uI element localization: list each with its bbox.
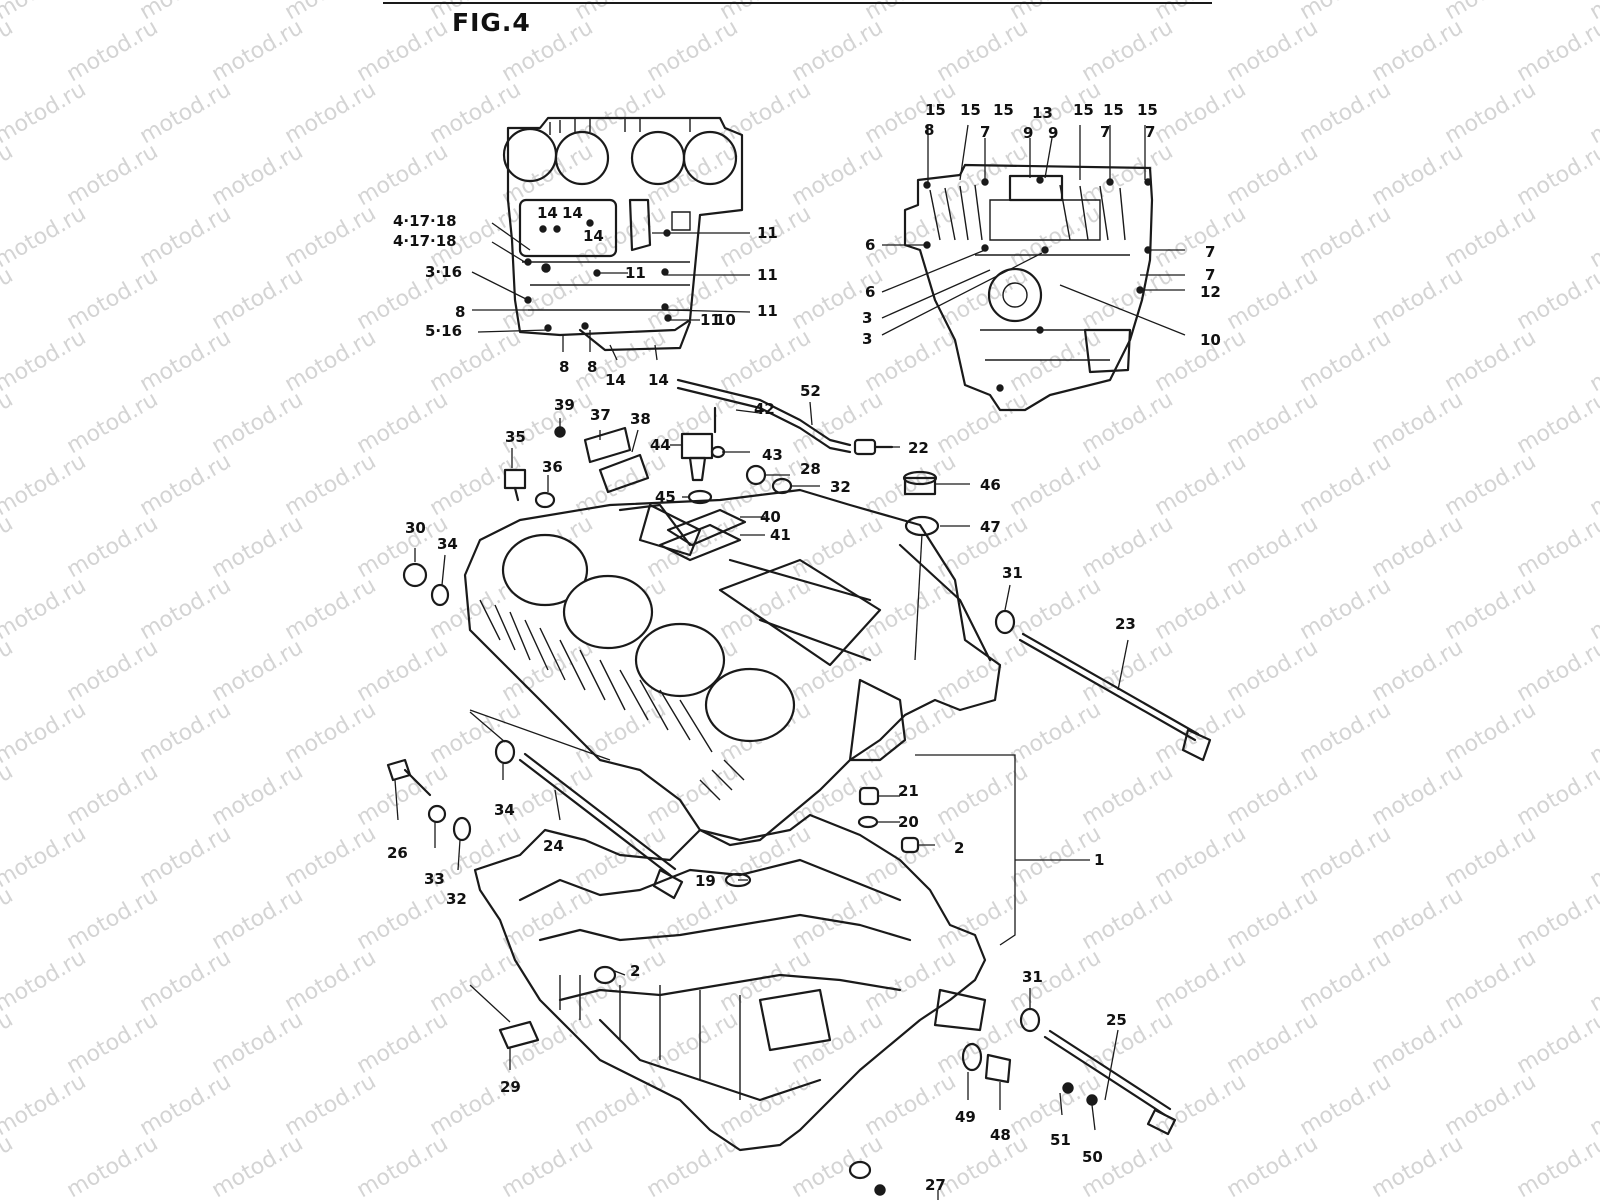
upper-crankcase-leader-lines bbox=[471, 222, 751, 361]
callout-m-33: 33 bbox=[424, 870, 445, 888]
callout-m-46: 46 bbox=[980, 476, 1001, 494]
callout-tr-3-b: 3 bbox=[862, 330, 872, 348]
callout-m-27: 27 bbox=[925, 1176, 946, 1194]
callout-m-24: 24 bbox=[543, 837, 564, 855]
lower-crankcase-bottom-view bbox=[903, 163, 1154, 412]
callout-tr-12: 12 bbox=[1200, 283, 1221, 301]
callout-tr-15-a: 15 bbox=[925, 101, 946, 119]
callout-tr-15-e: 15 bbox=[1103, 101, 1124, 119]
callout-m-45: 45 bbox=[655, 488, 676, 506]
callout-m-49: 49 bbox=[955, 1108, 976, 1126]
callout-m-2: 2 bbox=[954, 839, 964, 857]
callout-m-48: 48 bbox=[990, 1126, 1011, 1144]
callout-tl-4-17-18-a: 4·17·18 bbox=[393, 212, 457, 230]
callout-m-23: 23 bbox=[1115, 615, 1136, 633]
callout-tl-8-c: 8 bbox=[587, 358, 597, 376]
small-parts bbox=[386, 378, 1212, 1196]
callout-m-29: 29 bbox=[500, 1078, 521, 1096]
callout-tl-11-c: 11 bbox=[757, 266, 778, 284]
callout-m-21: 21 bbox=[898, 782, 919, 800]
callout-m-32: 32 bbox=[830, 478, 851, 496]
callout-tl-14-d: 14 bbox=[605, 371, 626, 389]
callout-m-51: 51 bbox=[1050, 1131, 1071, 1149]
callout-tl-10: 10 bbox=[715, 311, 736, 329]
callout-tr-7-a: 7 bbox=[980, 123, 990, 141]
callout-m-2b: 2 bbox=[630, 962, 640, 980]
lower-crankcase-assembly bbox=[473, 813, 987, 1152]
callout-m-25: 25 bbox=[1106, 1011, 1127, 1029]
main-leader-lines bbox=[394, 401, 1129, 1200]
callout-tl-11-b: 11 bbox=[625, 264, 646, 282]
callout-m-1: 1 bbox=[1094, 851, 1104, 869]
callout-tr-15-d: 15 bbox=[1073, 101, 1094, 119]
callout-tl-11-a: 11 bbox=[757, 224, 778, 242]
callout-tr-7-e: 7 bbox=[1205, 266, 1215, 284]
callout-m-20: 20 bbox=[898, 813, 919, 831]
callout-tl-11-d: 11 bbox=[757, 302, 778, 320]
callout-tr-9-a: 9 bbox=[1023, 124, 1033, 142]
callout-m-31: 31 bbox=[1002, 564, 1023, 582]
callout-m-19: 19 bbox=[695, 872, 716, 890]
callout-tr-6-b: 6 bbox=[865, 283, 875, 301]
callout-tr-15-b: 15 bbox=[960, 101, 981, 119]
callout-m-26: 26 bbox=[387, 844, 408, 862]
upper-crankcase-assembly bbox=[463, 488, 1002, 847]
callout-m-39: 39 bbox=[554, 396, 575, 414]
callout-m-41: 41 bbox=[770, 526, 791, 544]
lower-crankcase-leader-lines bbox=[881, 124, 1186, 336]
callout-tl-14-c: 14 bbox=[583, 227, 604, 245]
callout-tl-14-a: 14 bbox=[537, 204, 558, 222]
callout-tr-9-b: 9 bbox=[1048, 124, 1058, 142]
callout-m-52: 52 bbox=[800, 382, 821, 400]
callout-m-44: 44 bbox=[650, 436, 671, 454]
callout-m-28: 28 bbox=[800, 460, 821, 478]
callout-tr-13: 13 bbox=[1032, 104, 1053, 122]
callout-m-42: 42 bbox=[754, 400, 775, 418]
callout-m-38: 38 bbox=[630, 410, 651, 428]
callout-tl-8-b: 8 bbox=[559, 358, 569, 376]
callout-tr-7-c: 7 bbox=[1145, 123, 1155, 141]
callout-m-34: 34 bbox=[437, 535, 458, 553]
callout-m-43: 43 bbox=[762, 446, 783, 464]
callout-m-22: 22 bbox=[908, 439, 929, 457]
callout-tr-8: 8 bbox=[924, 121, 934, 139]
callout-tr-7-b: 7 bbox=[1100, 123, 1110, 141]
callout-m-36: 36 bbox=[542, 458, 563, 476]
callout-m-30: 30 bbox=[405, 519, 426, 537]
callout-m-50: 50 bbox=[1082, 1148, 1103, 1166]
callout-m-37: 37 bbox=[590, 406, 611, 424]
figure-title: FIG.4 bbox=[452, 8, 531, 37]
callout-tr-10: 10 bbox=[1200, 331, 1221, 349]
callout-tr-15-c: 15 bbox=[993, 101, 1014, 119]
callout-m-31b: 31 bbox=[1022, 968, 1043, 986]
callout-tl-14-e: 14 bbox=[648, 371, 669, 389]
callout-m-34b: 34 bbox=[494, 801, 515, 819]
callout-m-35: 35 bbox=[505, 428, 526, 446]
callout-m-32b: 32 bbox=[446, 890, 467, 908]
callout-tl-5-16: 5·16 bbox=[425, 322, 462, 340]
callout-tl-3-16: 3·16 bbox=[425, 263, 462, 281]
upper-crankcase-top-view bbox=[502, 116, 744, 352]
callout-m-47: 47 bbox=[980, 518, 1001, 536]
callout-tr-7-d: 7 bbox=[1205, 243, 1215, 261]
callout-tr-6-a: 6 bbox=[865, 236, 875, 254]
callout-m-40: 40 bbox=[760, 508, 781, 526]
callout-tr-3-a: 3 bbox=[862, 309, 872, 327]
callout-tr-15-f: 15 bbox=[1137, 101, 1158, 119]
callout-tl-8: 8 bbox=[455, 303, 465, 321]
callout-tl-4-17-18-b: 4·17·18 bbox=[393, 232, 457, 250]
callout-tl-14-b: 14 bbox=[562, 204, 583, 222]
callout-tl-11-e: 11 bbox=[700, 311, 721, 329]
